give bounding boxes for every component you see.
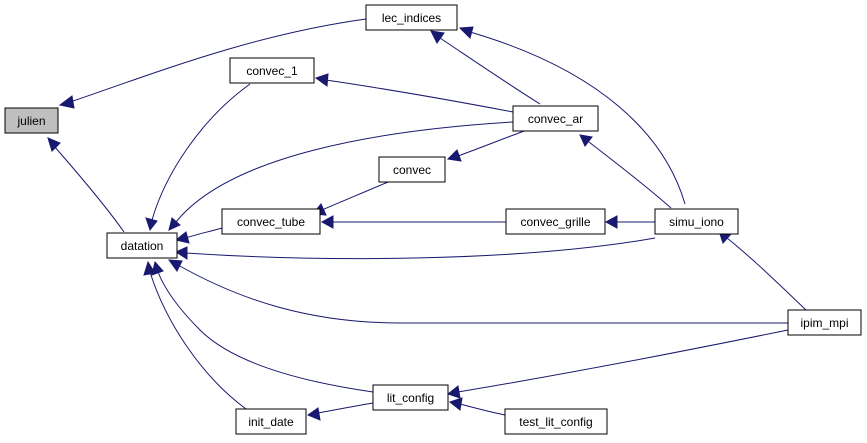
node-label-convec_ar: convec_ar — [528, 112, 583, 126]
edge-lit_config-to-init_date — [306, 402, 374, 421]
edge-convec_ar-to-convec_1 — [314, 73, 514, 113]
edge-test_lit_config-to-lit_config — [448, 397, 506, 416]
edge-simu_iono-to-lec_indices — [458, 26, 686, 205]
node-test_lit_config[interactable]: test_lit_config — [504, 408, 608, 435]
node-label-simu_iono: simu_iono — [669, 215, 724, 229]
edge-convec-to-convec_tube — [312, 181, 389, 216]
edge-simu_iono-to-convec_ar — [579, 134, 672, 209]
node-label-julien: julien — [16, 114, 45, 128]
node-convec_1[interactable]: convec_1 — [229, 57, 315, 84]
node-convec[interactable]: convec — [378, 156, 446, 183]
call-edges — [47, 18, 807, 421]
node-label-convec_1: convec_1 — [246, 64, 298, 78]
edge-lit_config-to-datation — [151, 260, 374, 393]
node-label-lec_indices: lec_indices — [382, 11, 441, 25]
node-label-lit_config: lit_config — [387, 391, 434, 405]
edge-simu_iono-to-datation — [174, 237, 656, 260]
node-ipim_mpi[interactable]: ipim_mpi — [787, 309, 862, 336]
node-lit_config[interactable]: lit_config — [372, 384, 449, 411]
edge-convec_grille-to-convec_tube — [320, 215, 506, 229]
node-label-convec_grille: convec_grille — [520, 215, 590, 229]
node-label-convec: convec — [393, 163, 431, 177]
edge-datation-to-julien — [47, 137, 125, 233]
edge-init_date-to-datation — [143, 260, 247, 410]
node-simu_iono[interactable]: simu_iono — [654, 208, 739, 235]
node-label-convec_tube: convec_tube — [237, 215, 305, 229]
node-convec_ar[interactable]: convec_ar — [512, 105, 599, 132]
node-julien[interactable]: julien — [4, 107, 59, 134]
edge-convec_tube-to-datation — [174, 227, 223, 244]
edge-convec_1-to-datation — [145, 83, 251, 232]
edge-simu_iono-to-convec_grille — [604, 215, 655, 229]
edge-lec_indices-to-julien — [58, 18, 367, 109]
node-lec_indices[interactable]: lec_indices — [365, 4, 458, 31]
edge-convec_ar-to-lec_indices — [430, 30, 541, 105]
node-convec_tube[interactable]: convec_tube — [221, 208, 321, 235]
function-nodes: julien lec_indices convec_1 convec_ar co… — [4, 4, 862, 435]
edge-ipim_mpi-to-lit_config — [446, 329, 789, 399]
edge-ipim_mpi-to-datation — [167, 259, 788, 324]
node-datation[interactable]: datation — [106, 232, 178, 259]
node-init_date[interactable]: init_date — [235, 408, 307, 435]
node-label-datation: datation — [121, 239, 164, 253]
node-convec_grille[interactable]: convec_grille — [505, 208, 606, 235]
edge-convec_ar-to-datation — [168, 121, 514, 231]
node-label-test_lit_config: test_lit_config — [519, 415, 592, 429]
node-label-ipim_mpi: ipim_mpi — [800, 316, 848, 330]
edge-convec_ar-to-convec — [446, 129, 528, 162]
edge-ipim_mpi-to-simu_iono — [718, 230, 807, 311]
node-label-init_date: init_date — [248, 415, 294, 429]
